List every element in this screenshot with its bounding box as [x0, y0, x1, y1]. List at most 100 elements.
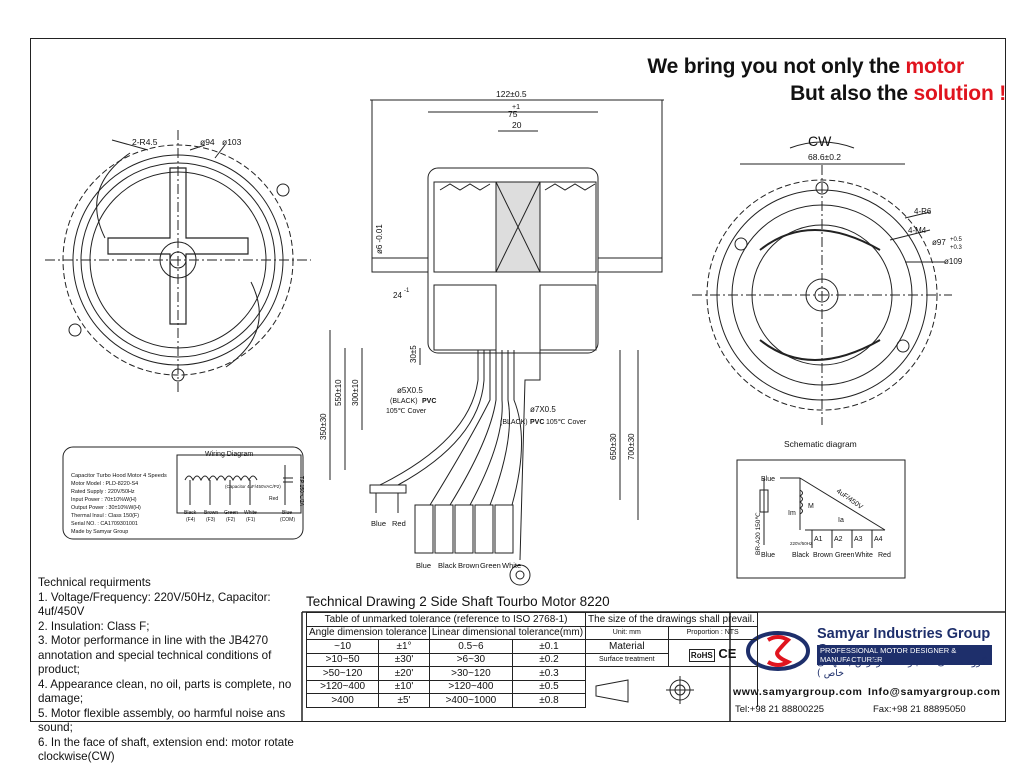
table-cell: ±10' — [378, 679, 430, 694]
plate-row: Made by Samyar Group — [71, 529, 128, 535]
company-name-fa: گروه صنعتی سامیار مشتقارگرس ( سهامی خاص … — [817, 657, 987, 679]
cert-marks: RoHS CE — [667, 639, 758, 667]
left-dim-r45: 2-R4.5 — [132, 137, 158, 147]
wiring-cap: (Capacitor 4uF/450VAC/P2) — [225, 484, 281, 489]
left-dim-94: ø94 — [200, 137, 215, 147]
tap-label: A3 — [854, 536, 863, 543]
dim-350: 350±30 — [319, 413, 328, 440]
surface-label: Surface treatment — [585, 652, 669, 667]
table-cell: ±0.8 — [511, 693, 587, 708]
table-cell: >120~400 — [305, 679, 380, 694]
right-dim-97-tol-a: +0.5 — [950, 237, 963, 243]
unit-label: Unit: mm — [585, 625, 669, 640]
lead-label-brown: Brown — [458, 561, 479, 570]
technical-drawing: 2-R4.5 ø94 ø103 — [45, 89, 1005, 722]
plate-row: Rated Supply : 220V/50Hz — [71, 489, 135, 495]
company-subtitle: PROFESSIONAL MOTOR DESIGNER & MANUFACTUR… — [817, 645, 992, 665]
cable2-pvc: PVC — [530, 419, 544, 426]
tech-item: 1. Voltage/Frequency: 220V/50Hz, Capacit… — [38, 590, 271, 619]
terminal-connectors — [414, 504, 514, 554]
wire-code: (F1) — [246, 517, 256, 523]
tech-heading: Technical requirments — [38, 576, 151, 589]
tolerance-title: Table of unmarked tolerance (reference t… — [305, 612, 587, 627]
right-dim-r6: 4-R6 — [914, 207, 932, 216]
right-dim-109: ø109 — [944, 257, 963, 266]
schematic-im: Im — [788, 510, 796, 517]
tolerance-table: Table of unmarked tolerance (reference t… — [305, 612, 758, 708]
slogan-line-2: But also the solution ! — [790, 82, 1006, 105]
linear-header: Linear dimensional tolerance(mm) — [428, 625, 587, 640]
table-cell: ±5' — [378, 693, 430, 708]
company-block: Samyar Industries Group Co. PROFESSIONAL… — [733, 616, 1005, 722]
size-note: The size of the drawings shall prevail. — [585, 612, 758, 627]
table-cell: ~10 — [305, 639, 380, 654]
rotation-label: CW — [808, 133, 832, 149]
schematic-wire: Black — [792, 552, 810, 559]
schematic-bottom-labels: Blue Black Brown Green White Red — [761, 552, 891, 559]
right-dim-97: ø97 — [932, 238, 946, 247]
plate-row: Motor Model : PLD-8220-S4 — [71, 481, 138, 487]
wire-label: Brown — [204, 510, 218, 516]
table-cell: >10~50 — [305, 652, 380, 667]
cable1-size: ø5X0.5 — [397, 386, 423, 395]
table-cell: >6~30 — [428, 652, 513, 667]
right-dim-97-tol-b: +0.3 — [950, 245, 963, 251]
cable1-color: (BLACK) — [390, 398, 418, 405]
schematic-br: BR-A20 150℃ — [755, 512, 762, 555]
table-cell: ±0.2 — [511, 652, 587, 667]
cable2-color: (BLACK) — [500, 419, 528, 426]
side-view — [329, 99, 664, 586]
table-cell: ±0.1 — [511, 639, 587, 654]
drawing-title: Technical Drawing 2 Side Shaft Tourbo Mo… — [306, 594, 610, 609]
company-email[interactable]: Info@samyargroup.com — [868, 686, 1001, 698]
schematic-blue-top: Blue — [761, 476, 775, 483]
right-dim-m4: 4-M4 — [908, 226, 927, 235]
schematic-wire: White — [855, 552, 873, 559]
dim-shaft: 20 — [512, 120, 522, 130]
right-dim-top: 68.6±0.2 — [808, 152, 841, 162]
tech-item: 2. Insulation: Class F; — [38, 619, 150, 633]
company-website[interactable]: www.samyargroup.com — [733, 686, 863, 698]
plate-row: Thermal Insul : Class 150(F) — [71, 513, 139, 519]
table-cell: ±1° — [378, 639, 430, 654]
rohs-icon: RoHS — [688, 648, 715, 662]
wire-code: (F4) — [186, 517, 196, 523]
plate-rows: Motor Model : PLD-8220-S4 Rated Supply :… — [71, 481, 141, 535]
table-cell: >30~120 — [428, 666, 513, 681]
plate-title: Capacitor Turbo Hood Motor 4 Speeds — [71, 473, 167, 479]
plate-row: Serial NO. : CA1709301001 — [71, 521, 138, 527]
dim-24-tol: -1 — [404, 288, 410, 294]
table-cell: ±0.5 — [511, 679, 587, 694]
table-cell: >400~1000 — [428, 693, 513, 708]
schematic-wire: Brown — [813, 552, 833, 559]
schematic-volt: 220V/50HZ — [790, 541, 813, 546]
technical-requirements: Technical requirments 1. Voltage/Frequen… — [38, 576, 300, 765]
right-front-view — [692, 141, 952, 425]
dim-mid-tol: +1 — [512, 104, 520, 111]
material-label: Material — [585, 639, 669, 654]
tap-label: A2 — [834, 536, 843, 543]
lead-label-white: White — [502, 561, 521, 570]
dim-700: 700±30 — [627, 433, 636, 460]
ce-icon: CE — [718, 645, 737, 661]
tap-label: A4 — [874, 536, 883, 543]
dim-30: 30±5 — [409, 345, 418, 363]
table-cell: >400 — [305, 693, 380, 708]
dim-total: 122±0.5 — [496, 89, 527, 99]
schematic-wire: Red — [878, 552, 891, 559]
wiring-tp: T.P 150℃/2A — [298, 476, 304, 507]
dim-650: 650±30 — [609, 433, 618, 460]
wiring-wires: Black Brown Green White Blue (F4) (F3) (… — [184, 510, 295, 523]
wire-label: White — [244, 510, 257, 516]
table-cell: >120~400 — [428, 679, 513, 694]
tech-item: 3. Motor performance in line with the JB… — [38, 634, 272, 676]
wire-code: (F3) — [206, 517, 216, 523]
cable2-cover: 105℃ Cover — [546, 419, 587, 426]
dim-300: 300±10 — [351, 379, 360, 406]
left-front-view — [45, 130, 311, 392]
wiring-title: Wiring Diagram — [205, 451, 253, 458]
tap-label: A1 — [814, 536, 823, 543]
table-cell: ±20' — [378, 666, 430, 681]
lead-label-black: Black — [438, 561, 457, 570]
projection-cell — [585, 666, 758, 707]
